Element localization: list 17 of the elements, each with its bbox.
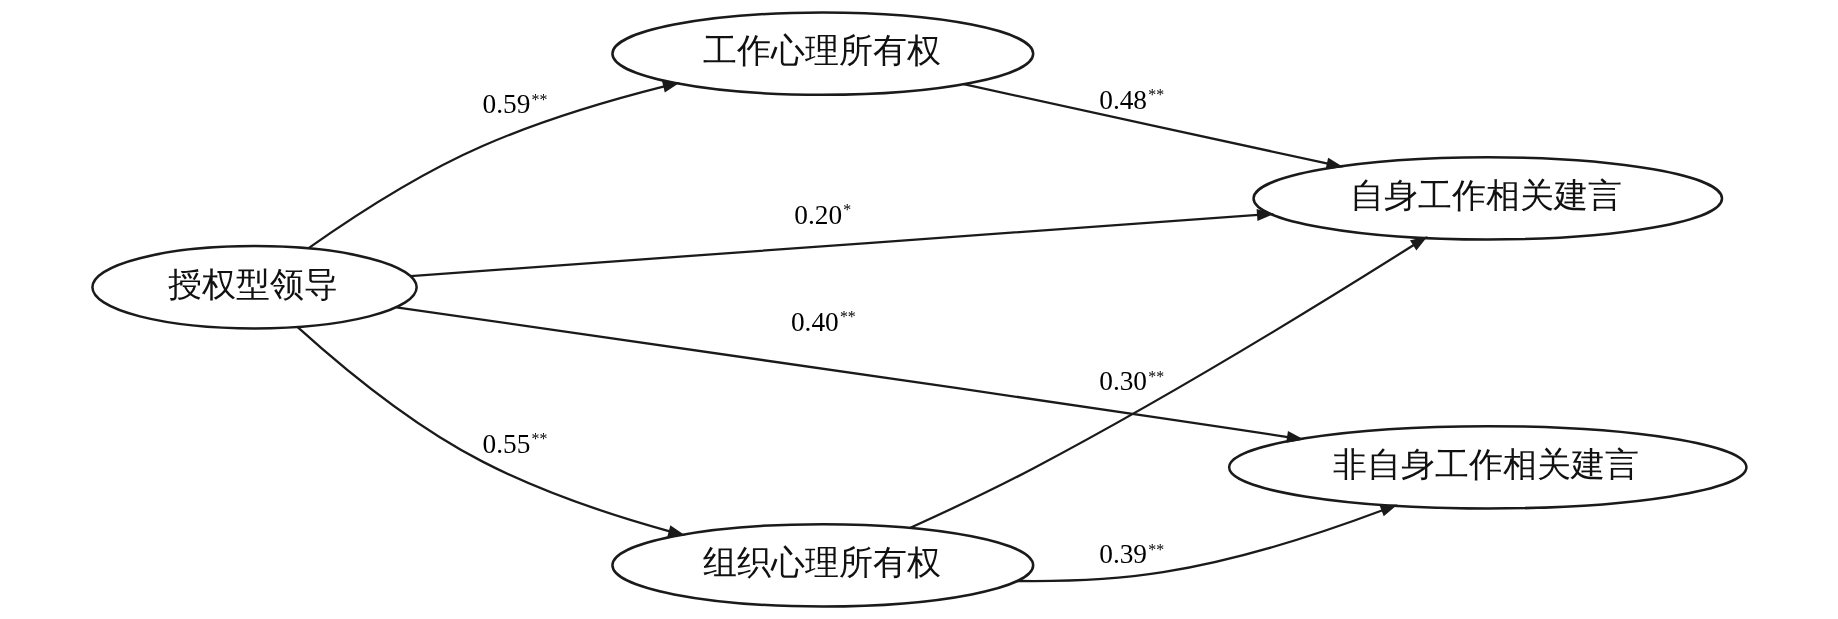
edge-label: 0.40$^{**}$ [790, 306, 856, 337]
arrow [962, 83, 1344, 170]
arrow [296, 326, 685, 537]
edge-label: 0.39$^{**}$ [1098, 539, 1164, 570]
arrow [395, 306, 1304, 443]
arrow [307, 80, 680, 250]
arrow [1017, 504, 1398, 583]
edge-label: 0.55$^{**}$ [482, 428, 548, 459]
arrow [909, 236, 1428, 529]
edge-label: 0.59$^{**}$ [482, 89, 548, 120]
edge-label: 0.20$^{*}$ [793, 199, 851, 230]
node-ellipse: 工作心理所有权 [610, 11, 1034, 97]
node-ellipse: 授权型领导 [90, 244, 418, 330]
edge-label: 0.48$^{**}$ [1098, 84, 1164, 115]
node-ellipse: 非自身工作相关建言 [1227, 424, 1748, 510]
edge-label: 0.30$^{**}$ [1098, 366, 1164, 397]
arrow [410, 209, 1274, 278]
